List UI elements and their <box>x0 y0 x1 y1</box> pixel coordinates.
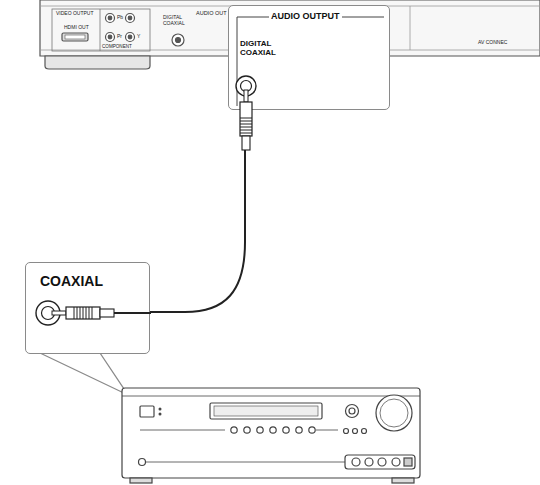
section-heading: AUDIO OUTPUT <box>269 11 342 21</box>
jack-label: DIGITAL COAXIAL <box>240 39 288 57</box>
callout-tail <box>40 353 128 395</box>
callout-box: AUDIO OUTPUT DIGITAL COAXIAL <box>228 5 390 110</box>
jack-illustration <box>229 6 391 111</box>
panel-label: VIDEO OUTPUT <box>56 11 96 17</box>
coaxial-cable <box>150 110 245 312</box>
panel-label: DIGITAL COAXIAL <box>163 15 193 26</box>
panel-label: AV CONNEC <box>478 40 536 46</box>
panel-label: Pb <box>117 15 127 21</box>
panel-label: Pr <box>117 34 127 40</box>
panel-label: Y <box>137 34 145 40</box>
av-receiver <box>122 388 420 483</box>
jack-label: COAXIAL <box>40 273 103 289</box>
panel-label: HDMI OUT <box>64 25 92 31</box>
panel-label: COMPONENT <box>102 44 142 49</box>
callout-box: COAXIAL <box>25 262 150 354</box>
